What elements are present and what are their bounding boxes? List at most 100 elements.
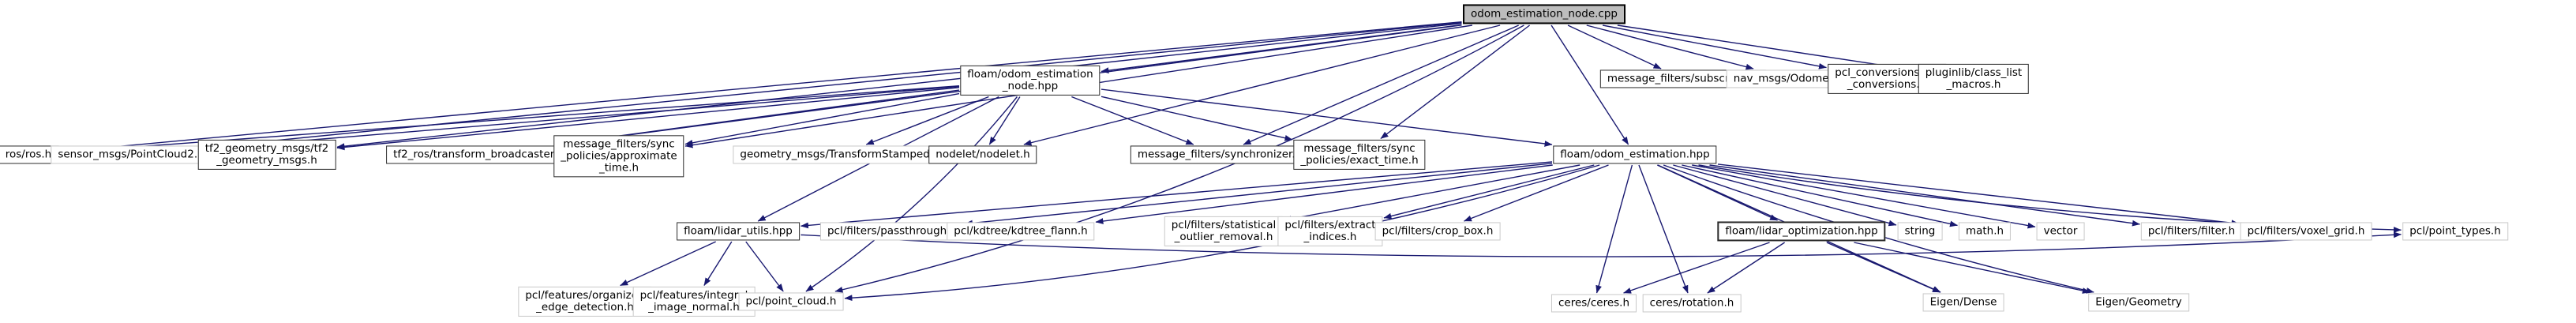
graph-node-org_edge[interactable]: pcl/features/organized_edge_detection.h: [518, 286, 652, 317]
graph-node-label-line: message_filters/sync: [563, 137, 675, 151]
graph-node-label-line: floam/lidar_optimization.hpp: [1725, 224, 1878, 238]
graph-node-statistical[interactable]: pcl/filters/statistical_outlier_removal.…: [1164, 216, 1284, 247]
graph-node-node_hpp[interactable]: floam/odom_estimation_node.hpp: [960, 65, 1101, 96]
graph-node-pointcloud2[interactable]: sensor_msgs/PointCloud2.h: [51, 145, 212, 164]
include-edge-lidar_opt-to-eigen_geom: [1854, 242, 2090, 294]
include-edge-odom_est_hpp-to-voxel: [1717, 163, 2240, 227]
graph-node-eigen_dense[interactable]: Eigen/Dense: [1922, 293, 2004, 312]
include-edge-cpp-to-pcl_conv: [1602, 24, 1827, 69]
graph-node-label-line: pcl/features/integral: [639, 288, 748, 302]
graph-node-label-line: Eigen/Dense: [1929, 295, 1997, 309]
graph-node-label-line: pcl/filters/passthrough.h: [827, 224, 958, 238]
graph-node-rotation[interactable]: ceres/rotation.h: [1642, 294, 1742, 313]
graph-node-lidar_utils[interactable]: floam/lidar_utils.hpp: [677, 222, 800, 241]
include-edge-odom_est_hpp-to-strn: [1673, 164, 1897, 227]
graph-node-label-line: Eigen/Geometry: [2095, 295, 2182, 309]
include-edge-node_hpp-to-odom_est_hpp: [1101, 88, 1553, 147]
graph-node-label-line: sensor_msgs/PointCloud2.h: [58, 148, 204, 161]
graph-node-label-line: message_filters/synchronizer.h: [1137, 148, 1303, 161]
include-edge-cpp-to-exact: [1380, 24, 1531, 140]
include-edge-node_hpp-to-exact: [1101, 96, 1293, 141]
graph-node-ros[interactable]: ros/ros.h: [0, 145, 59, 164]
include-edge-cpp-to-pointcloud2: [212, 21, 1462, 149]
graph-node-extract[interactable]: pcl/filters/extract_indices.h: [1277, 216, 1383, 247]
include-edge-odom_est_hpp-to-ptypes: [1698, 164, 2402, 233]
graph-node-label-line: pcl/filters/extract: [1284, 218, 1376, 231]
include-edge-lidar_utils-to-pcloud: [745, 241, 784, 292]
graph-node-lidar_opt[interactable]: floam/lidar_optimization.hpp: [1717, 221, 1886, 242]
graph-node-label-line: _indices.h: [1303, 231, 1357, 243]
graph-node-tf2_geom[interactable]: tf2_geometry_msgs/tf2_geometry_msgs.h: [197, 139, 336, 171]
graph-node-label-line: nodelet/nodelet.h: [936, 148, 1030, 161]
graph-node-ptypes[interactable]: pcl/point_types.h: [2402, 222, 2508, 241]
include-edge-odom_est_hpp-to-kdtree: [1095, 164, 1553, 224]
graph-node-label-line: string: [1904, 224, 1936, 238]
graph-node-exact[interactable]: message_filters/sync_policies/exact_time…: [1293, 139, 1426, 171]
include-edge-odom_est_hpp-to-cropbox: [1464, 164, 1609, 222]
graph-node-vect[interactable]: vector: [2036, 222, 2085, 241]
graph-node-nodelet[interactable]: nodelet/nodelet.h: [928, 145, 1037, 164]
graph-node-label-line: nav_msgs/Odometry.h: [1733, 72, 1853, 85]
include-edge-odom_est_hpp-to-passthrough: [965, 163, 1553, 227]
graph-node-approx[interactable]: message_filters/sync_policies/approximat…: [553, 135, 684, 178]
graph-node-kdtree[interactable]: pcl/kdtree/kdtree_flann.h: [947, 222, 1095, 241]
include-edge-lidar_opt-to-eigen_dense: [1826, 242, 1940, 293]
include-edge-cpp-to-sync: [1243, 24, 1519, 145]
graph-node-label-line: message_filters/sync: [1303, 141, 1415, 155]
graph-node-label-line: _geometry_msgs.h: [216, 154, 317, 167]
graph-node-label-line: _outlier_removal.h: [1174, 231, 1273, 243]
graph-node-eigen_geom[interactable]: Eigen/Geometry: [2088, 293, 2189, 312]
graph-node-sync[interactable]: message_filters/synchronizer.h: [1130, 145, 1310, 164]
graph-node-label-line: _macros.h: [1946, 78, 2001, 91]
include-edge-odom_est_hpp-to-rotation: [1638, 164, 1689, 294]
graph-node-label-line: pcl/point_cloud.h: [745, 295, 837, 308]
include-edge-cpp-to-odom_est_hpp: [1550, 24, 1629, 145]
graph-node-passthrough[interactable]: pcl/filters/passthrough.h: [819, 222, 965, 241]
graph-node-integral[interactable]: pcl/features/integral_image_normal.h: [632, 286, 756, 317]
graph-node-label-line: vector: [2043, 224, 2078, 238]
graph-node-odom_est_hpp[interactable]: floam/odom_estimation.hpp: [1553, 145, 1717, 164]
graph-node-math[interactable]: math.h: [1958, 222, 2012, 241]
graph-node-label-line: _node.hpp: [1002, 80, 1059, 92]
graph-node-tstamped[interactable]: geometry_msgs/TransformStamped.h: [733, 145, 947, 164]
graph-node-label-line: pcl/filters/filter.h: [2147, 224, 2236, 238]
include-edge-odom_est_hpp-to-ceres: [1595, 164, 1633, 294]
graph-node-ceres[interactable]: ceres/ceres.h: [1550, 294, 1637, 313]
graph-node-subscriber[interactable]: message_filters/subscriber.h: [1599, 69, 1767, 88]
graph-node-label-line: _policies/exact_time.h: [1300, 154, 1419, 167]
graph-node-cropbox[interactable]: pcl/filters/crop_box.h: [1374, 222, 1501, 241]
include-edge-cpp-to-pcloud: [834, 24, 1524, 293]
graph-node-label-line: odom_estimation_node.cpp: [1471, 7, 1618, 21]
include-edge-node_hpp-to-tstamped: [865, 96, 989, 145]
graph-node-pcloud[interactable]: pcl/point_cloud.h: [738, 292, 844, 311]
graph-node-label-line: pluginlib/class_list: [1925, 66, 2023, 79]
graph-node-label-line: pcl/point_types.h: [2409, 224, 2501, 238]
graph-node-label-line: tf2_ros/transform_broadcaster.h: [393, 148, 564, 161]
include-edge-odom_est_hpp-to-pcloud: [844, 164, 1600, 302]
graph-node-odometry[interactable]: nav_msgs/Odometry.h: [1726, 69, 1860, 88]
graph-node-filter[interactable]: pcl/filters/filter.h: [2140, 222, 2243, 241]
include-edge-cpp-to-nodelet: [1023, 24, 1501, 146]
include-edge-lidar_utils-to-org_edge: [620, 241, 716, 287]
graph-node-label-line: ceres/rotation.h: [1649, 296, 1734, 310]
include-edge-odom_est_hpp-to-lidar_utils: [801, 161, 1553, 229]
graph-node-label-line: tf2_geometry_msgs/tf2: [204, 141, 329, 155]
graph-node-label-line: pcl_conversions/pcl: [1835, 66, 1939, 79]
graph-node-label-line: pcl/kdtree/kdtree_flann.h: [954, 224, 1088, 238]
graph-node-label-line: geometry_msgs/TransformStamped.h: [740, 148, 940, 161]
graph-node-pluginlib[interactable]: pluginlib/class_list_macros.h: [1918, 63, 2030, 95]
graph-node-label-line: _policies/approximate: [561, 149, 677, 163]
graph-node-label-line: _time.h: [598, 161, 639, 175]
include-edge-cpp-to-odometry: [1586, 24, 1754, 70]
include-edge-node_hpp-to-ros: [59, 85, 960, 156]
graph-node-label-line: pcl/filters/voxel_grid.h: [2247, 224, 2365, 238]
include-edge-node_hpp-to-pointcloud2: [212, 85, 960, 151]
graph-node-tf2_ros[interactable]: tf2_ros/transform_broadcaster.h: [386, 145, 571, 164]
graph-node-voxel[interactable]: pcl/filters/voxel_grid.h: [2240, 222, 2372, 241]
graph-node-cpp[interactable]: odom_estimation_node.cpp: [1463, 4, 1625, 24]
graph-node-strn[interactable]: string: [1897, 222, 1943, 241]
include-edge-cpp-to-pluginlib: [1617, 24, 1918, 73]
include-edge-lidar_utils-to-ptypes: [801, 231, 2402, 257]
include-edge-node_hpp-to-tf2_geom: [336, 87, 960, 151]
